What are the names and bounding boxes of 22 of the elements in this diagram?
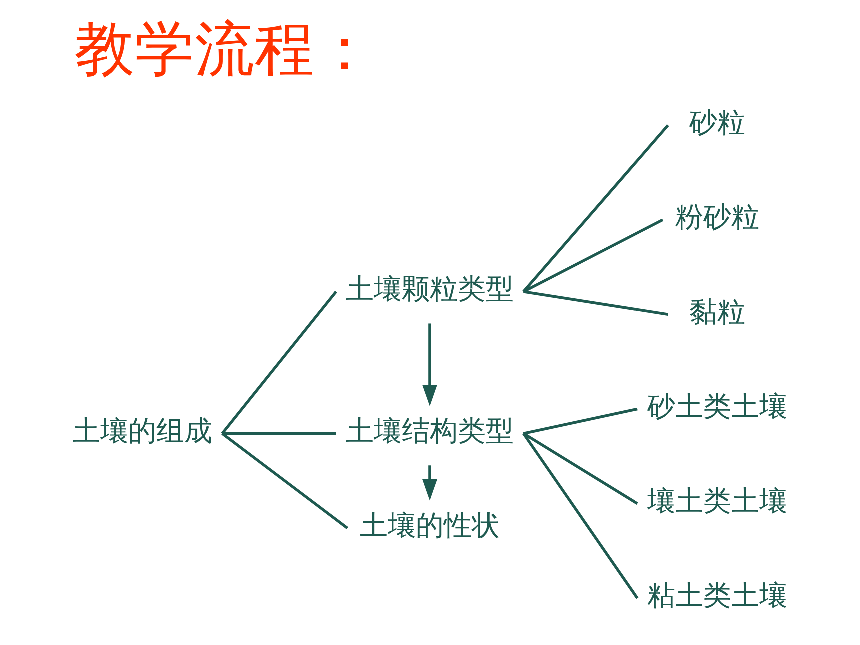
node-text: 土壤的组成 <box>72 414 213 448</box>
node-text: 粉砂粒 <box>675 200 760 234</box>
node-text: 土壤结构类型 <box>346 414 514 448</box>
node-text: 黏粒 <box>689 295 746 328</box>
connector <box>522 124 670 293</box>
arrow <box>422 466 438 501</box>
connector <box>221 290 338 435</box>
connector <box>522 432 638 505</box>
connector <box>522 432 639 600</box>
connector <box>524 290 668 316</box>
node-text: 砂粒 <box>689 106 746 140</box>
connector <box>222 432 349 530</box>
node-text: 粘土类土壤 <box>647 579 788 612</box>
diagram-title: 教学流程： <box>75 16 376 85</box>
node-text: 土壤的性状 <box>360 508 500 542</box>
node-text: 壤土类土壤 <box>647 484 788 518</box>
connector <box>523 218 664 294</box>
node-text: 土壤颗粒类型 <box>346 272 514 306</box>
connector <box>523 408 638 436</box>
arrow <box>422 324 438 406</box>
node-text: 砂土类土壤 <box>647 390 788 423</box>
connector <box>222 432 336 436</box>
